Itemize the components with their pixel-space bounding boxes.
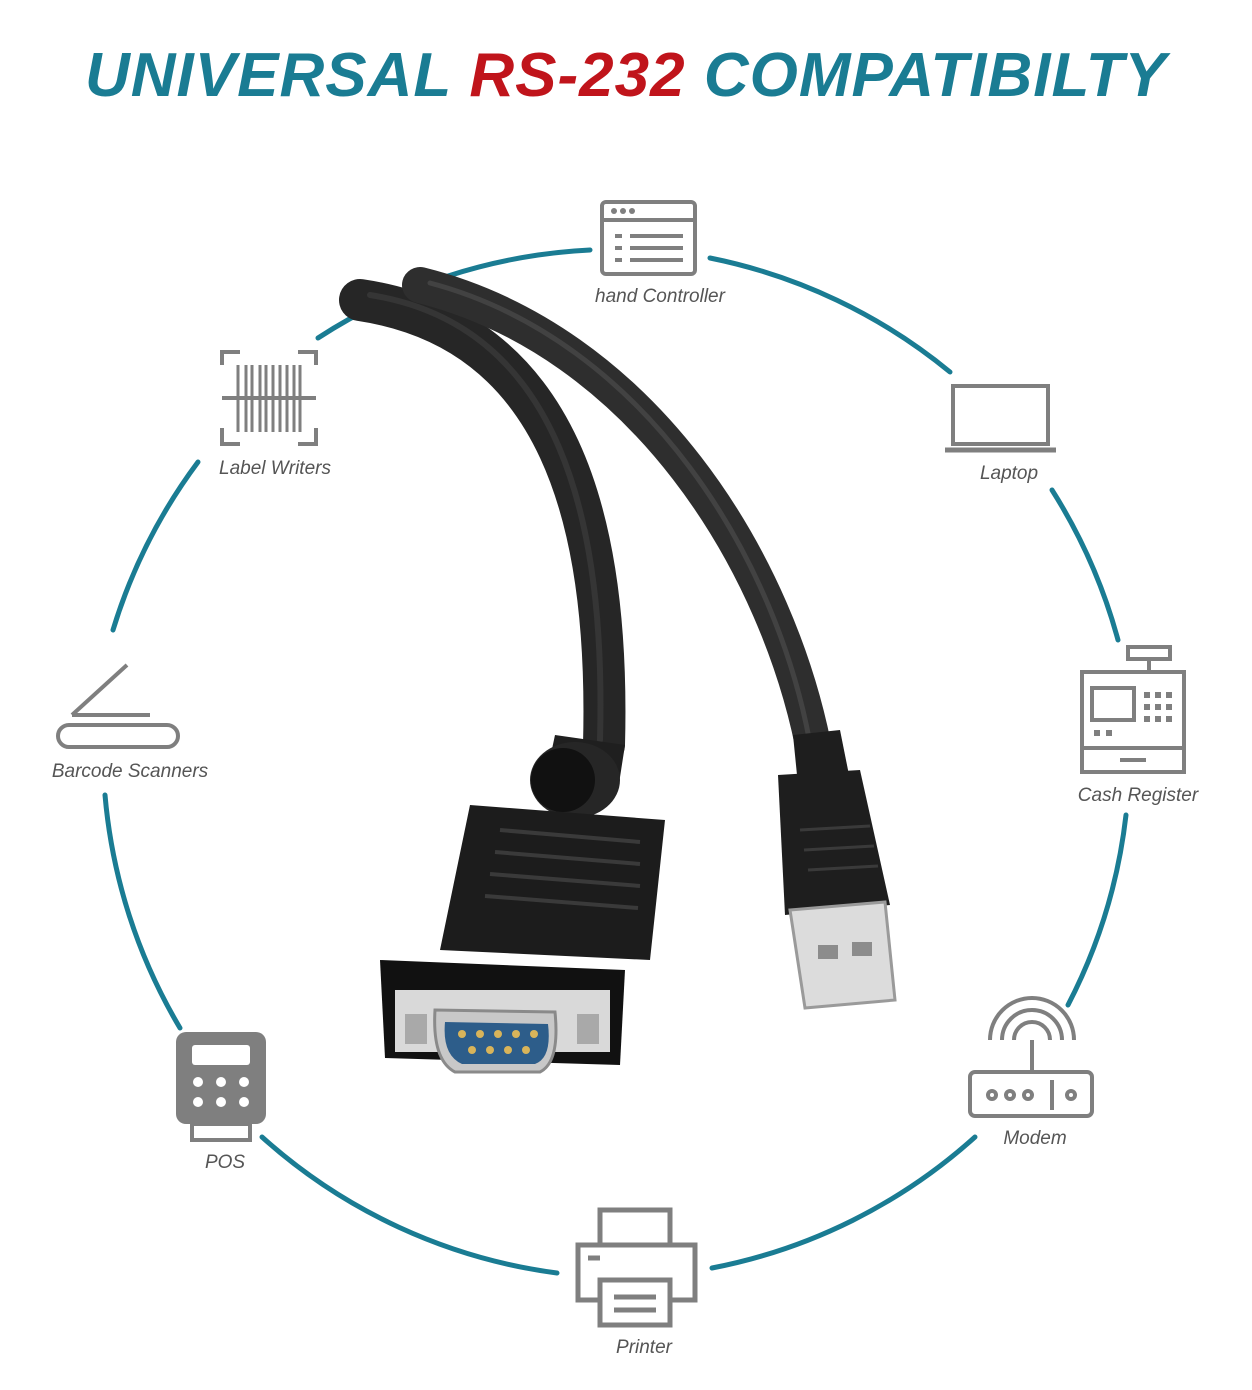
label-printer: Printer <box>616 1337 672 1358</box>
db9-serial-connector <box>380 735 665 1074</box>
barcode-scanner-icon <box>56 663 180 749</box>
label-hand-controller: hand Controller <box>595 286 725 307</box>
laptop-icon <box>945 384 1056 453</box>
printer-icon <box>575 1207 698 1328</box>
hand-controller-icon <box>600 200 697 276</box>
page-title: UNIVERSAL RS-232 COMPATIBILTY <box>0 40 1252 111</box>
label-cash-register: Cash Register <box>1077 785 1199 806</box>
title-universal: UNIVERSAL <box>85 41 452 110</box>
title-rs232: RS-232 <box>469 41 686 110</box>
cash-register-icon <box>1080 645 1186 774</box>
label-writer-icon <box>220 350 318 446</box>
label-barcode-scanners: Barcode Scanners <box>51 761 209 782</box>
title-compatibility: COMPATIBILTY <box>703 41 1167 110</box>
label-label-writers: Label Writers <box>219 458 331 479</box>
cable-bundle <box>339 267 834 778</box>
compatibility-ring <box>102 247 1129 1276</box>
usb-a-connector <box>778 730 897 1010</box>
pos-icon <box>176 1032 266 1142</box>
label-modem: Modem <box>1003 1128 1067 1149</box>
modem-icon <box>968 996 1094 1118</box>
label-pos: POS <box>204 1152 246 1173</box>
label-laptop: Laptop <box>979 463 1039 484</box>
